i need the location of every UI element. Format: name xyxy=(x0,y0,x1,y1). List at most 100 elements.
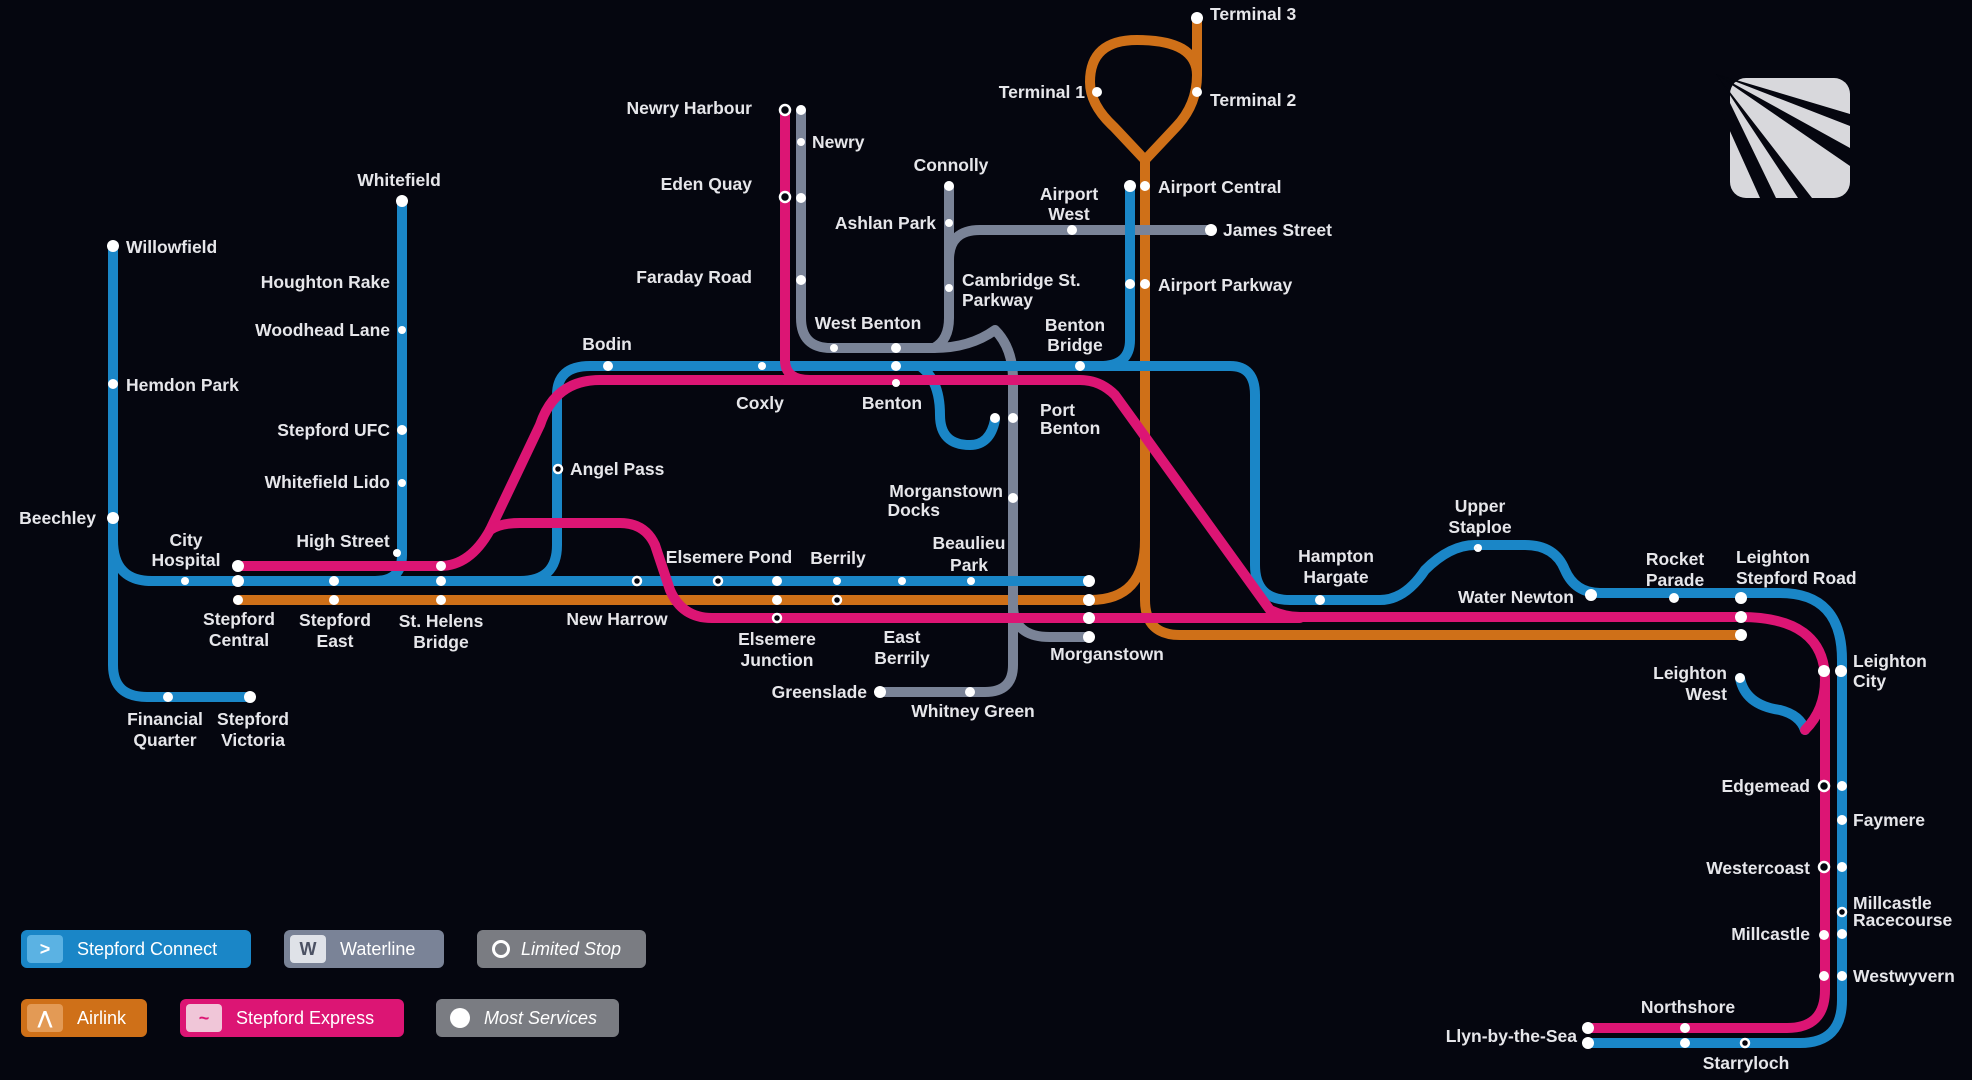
label-rocket-parade-2: Parade xyxy=(1646,570,1705,590)
label-whitefield: Whitefield xyxy=(357,170,441,190)
legend-stepford-connect-label: Stepford Connect xyxy=(77,938,218,959)
label-city-hospital-1: City xyxy=(169,530,202,550)
label-upper-staploe-2: Staploe xyxy=(1448,517,1511,537)
station-labels: Terminal 3 Terminal 1 Terminal 2 Newry H… xyxy=(19,4,1955,1073)
label-terminal-2: Terminal 2 xyxy=(1210,90,1297,110)
label-millcastle-racecourse-1: Millcastle xyxy=(1853,893,1932,913)
label-stepford-victoria-1: Stepford xyxy=(217,709,289,729)
label-leighton-stepford-road-2: Stepford Road xyxy=(1736,568,1857,588)
label-port-benton-1: Port xyxy=(1040,400,1075,420)
label-stepford-east-1: Stepford xyxy=(299,610,371,630)
label-benton: Benton xyxy=(862,393,922,413)
label-morganstown-docks-1: Morganstown xyxy=(889,481,1003,501)
label-coxly: Coxly xyxy=(736,393,784,413)
label-water-newton: Water Newton xyxy=(1458,587,1574,607)
label-faymere: Faymere xyxy=(1853,810,1925,830)
label-cambridge-2: Parkway xyxy=(962,290,1033,310)
label-east-berrily-1: East xyxy=(884,627,921,647)
label-terminal-1: Terminal 1 xyxy=(999,82,1086,102)
stepford-express-line xyxy=(233,105,1830,1033)
label-elsemere-pond: Elsemere Pond xyxy=(666,547,792,567)
label-leighton-city-1: Leighton xyxy=(1853,651,1927,671)
label-whitney-green: Whitney Green xyxy=(911,701,1035,721)
label-stepford-central-2: Central xyxy=(209,630,269,650)
label-terminal-3: Terminal 3 xyxy=(1210,4,1297,24)
label-elsemere-junction-2: Junction xyxy=(741,650,814,670)
label-airport-west-2: West xyxy=(1048,204,1090,224)
legend-waterline-label: Waterline xyxy=(340,938,416,959)
label-rocket-parade-1: Rocket xyxy=(1646,549,1705,569)
label-berrily: Berrily xyxy=(810,548,866,568)
label-hampton-hargate-1: Hampton xyxy=(1298,546,1374,566)
legend-airlink-label: Airlink xyxy=(77,1007,127,1028)
label-willowfield: Willowfield xyxy=(126,237,217,257)
label-starryloch: Starryloch xyxy=(1703,1053,1790,1073)
label-llyn-by-the-sea: Llyn-by-the-Sea xyxy=(1446,1026,1578,1046)
label-stepford-victoria-2: Victoria xyxy=(221,730,285,750)
hollow-circle-icon xyxy=(483,935,519,963)
label-westwyvern: Westwyvern xyxy=(1853,966,1955,986)
label-east-berrily-2: Berrily xyxy=(874,648,930,668)
legend-stepford-connect: > Stepford Connect xyxy=(21,930,251,968)
label-leighton-city-2: City xyxy=(1853,671,1886,691)
label-newry-harbour: Newry Harbour xyxy=(627,98,753,118)
label-connolly: Connolly xyxy=(914,155,989,175)
label-airport-west-1: Airport xyxy=(1040,184,1099,204)
legend-stepford-express: ~ Stepford Express xyxy=(180,999,404,1037)
legend-most-services-label: Most Services xyxy=(484,1007,598,1028)
label-millcastle: Millcastle xyxy=(1731,924,1810,944)
label-eden-quay: Eden Quay xyxy=(661,174,753,194)
connect-arrow-icon: > xyxy=(27,935,63,963)
label-cambridge-1: Cambridge St. xyxy=(962,270,1081,290)
legend-limited-stop-label: Limited Stop xyxy=(521,938,622,959)
label-airport-parkway: Airport Parkway xyxy=(1158,275,1292,295)
label-james-street: James Street xyxy=(1223,220,1332,240)
label-hemdon-park: Hemdon Park xyxy=(126,375,239,395)
label-hampton-hargate-2: Hargate xyxy=(1303,567,1368,587)
label-new-harrow: New Harrow xyxy=(566,609,668,629)
label-northshore: Northshore xyxy=(1641,997,1736,1017)
label-morganstown: Morganstown xyxy=(1050,644,1164,664)
label-beechley: Beechley xyxy=(19,508,96,528)
label-elsemere-junction-1: Elsemere xyxy=(738,629,816,649)
filled-circle-icon xyxy=(442,1004,478,1032)
label-ashlan-park: Ashlan Park xyxy=(835,213,936,233)
label-leighton-west-1: Leighton xyxy=(1653,663,1727,683)
legend-stepford-express-label: Stepford Express xyxy=(236,1007,375,1028)
label-whitefield-lido: Whitefield Lido xyxy=(265,472,390,492)
label-edgemead: Edgemead xyxy=(1722,776,1811,796)
label-high-street: High Street xyxy=(296,531,390,551)
waterline-line xyxy=(796,105,1216,697)
label-airport-central: Airport Central xyxy=(1158,177,1281,197)
label-houghton-rake: Houghton Rake xyxy=(261,272,391,292)
legend-waterline: W Waterline xyxy=(284,930,444,968)
label-morganstown-docks-2: Docks xyxy=(887,500,940,520)
label-millcastle-racecourse-2: Racecourse xyxy=(1853,910,1952,930)
label-financial-quarter-2: Quarter xyxy=(133,730,196,750)
network-logo xyxy=(1716,74,1854,204)
waterline-w-icon: W xyxy=(290,935,326,963)
label-woodhead-lane: Woodhead Lane xyxy=(255,320,390,340)
label-port-benton-2: Benton xyxy=(1040,418,1100,438)
label-benton-bridge-2: Bridge xyxy=(1047,335,1103,355)
label-city-hospital-2: Hospital xyxy=(151,550,220,570)
label-westercoast: Westercoast xyxy=(1706,858,1810,878)
legend-limited-stop: Limited Stop xyxy=(477,930,646,968)
label-beaulieu-park-1: Beaulieu xyxy=(933,533,1006,553)
airlink-plane-icon: ⋀ xyxy=(27,1004,63,1032)
label-stepford-east-2: East xyxy=(317,631,354,651)
legend-most-services: Most Services xyxy=(436,999,619,1037)
label-st-helens-bridge-1: St. Helens xyxy=(399,611,484,631)
label-newry: Newry xyxy=(812,132,865,152)
label-st-helens-bridge-2: Bridge xyxy=(413,632,469,652)
label-benton-bridge-1: Benton xyxy=(1045,315,1105,335)
label-stepford-central-1: Stepford xyxy=(203,609,275,629)
legend-airlink: ⋀ Airlink xyxy=(21,999,147,1037)
label-financial-quarter-1: Financial xyxy=(127,709,203,729)
label-west-benton: West Benton xyxy=(815,313,922,333)
label-faraday-road: Faraday Road xyxy=(636,267,752,287)
label-leighton-west-2: West xyxy=(1686,684,1728,704)
label-stepford-ufc: Stepford UFC xyxy=(277,420,390,440)
express-wave-icon: ~ xyxy=(186,1004,222,1032)
